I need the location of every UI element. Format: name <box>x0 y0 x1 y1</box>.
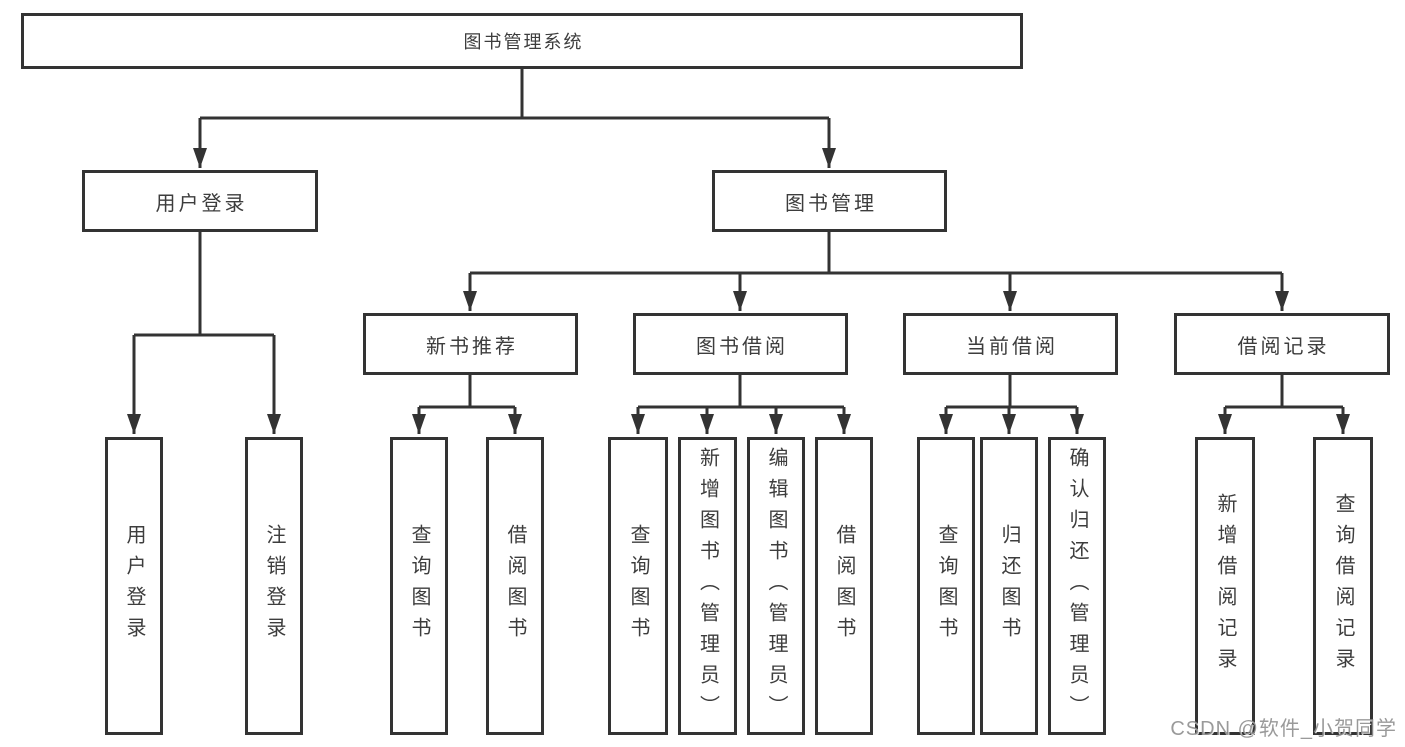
node-book-management: 图书管理 <box>712 170 947 232</box>
leaf-return-books-label: 归还图书 <box>998 524 1020 648</box>
node-root: 图书管理系统 <box>21 13 1023 69</box>
leaf-query-books-recommend: 查询图书 <box>390 437 448 735</box>
leaf-borrow-books-recommend: 借阅图书 <box>486 437 544 735</box>
csdn-watermark: CSDN @软件_小贺同学 <box>1170 718 1397 740</box>
leaf-query-books-borrow-label: 查询图书 <box>627 524 649 648</box>
leaf-add-borrow-record-label: 新增借阅记录 <box>1214 493 1236 679</box>
leaf-query-books-current-label: 查询图书 <box>935 524 957 648</box>
leaf-add-book-admin-label: 新增图书（管理员） <box>696 446 719 726</box>
leaf-logout-label: 注销登录 <box>263 524 285 648</box>
leaf-logout: 注销登录 <box>245 437 303 735</box>
leaf-add-book-admin: 新增图书（管理员） <box>678 437 737 735</box>
node-new-book-recommend: 新书推荐 <box>363 313 578 375</box>
leaf-borrow-books-label: 借阅图书 <box>833 524 855 648</box>
leaf-user-login: 用户登录 <box>105 437 163 735</box>
leaf-query-borrow-record: 查询借阅记录 <box>1313 437 1373 735</box>
leaf-confirm-return-admin: 确认归还（管理员） <box>1048 437 1106 735</box>
leaf-query-books-current: 查询图书 <box>917 437 975 735</box>
leaf-query-borrow-record-label: 查询借阅记录 <box>1332 493 1354 679</box>
leaf-return-books: 归还图书 <box>980 437 1038 735</box>
node-user-login: 用户登录 <box>82 170 318 232</box>
leaf-borrow-books: 借阅图书 <box>815 437 873 735</box>
node-book-borrow: 图书借阅 <box>633 313 848 375</box>
leaf-edit-book-admin: 编辑图书（管理员） <box>747 437 805 735</box>
leaf-edit-book-admin-label: 编辑图书（管理员） <box>765 446 787 726</box>
leaf-user-login-label: 用户登录 <box>123 524 145 648</box>
node-borrow-records: 借阅记录 <box>1174 313 1390 375</box>
leaf-borrow-books-recommend-label: 借阅图书 <box>504 524 526 648</box>
leaf-query-books-borrow: 查询图书 <box>608 437 668 735</box>
leaf-add-borrow-record: 新增借阅记录 <box>1195 437 1255 735</box>
leaf-query-books-recommend-label: 查询图书 <box>408 524 430 648</box>
leaf-confirm-return-admin-label: 确认归还（管理员） <box>1066 446 1088 726</box>
node-current-borrow: 当前借阅 <box>903 313 1118 375</box>
